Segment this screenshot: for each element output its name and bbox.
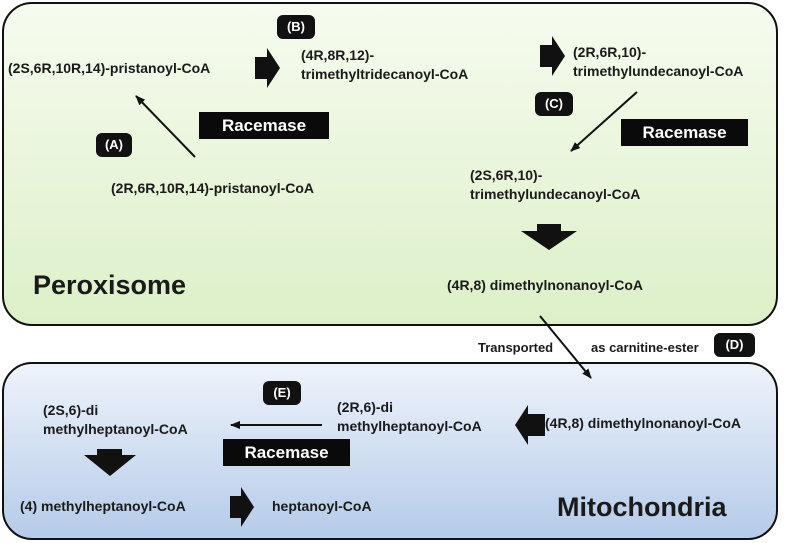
heptanoyl-label: heptanoyl-CoA	[272, 498, 372, 514]
trimethylundecanoyl-2r-line1: (2R,6R,10)-	[573, 44, 647, 60]
block-arrow-methylheptanoyl-to-heptanoyl	[230, 487, 254, 527]
trimethyltridecanoyl-line2: trimethyltridecanoyl-CoA	[301, 66, 469, 82]
racemase-label-c: Racemase	[621, 119, 748, 146]
peroxisome-title: Peroxisome	[33, 270, 187, 300]
block-arrow-tridecanoyl-to-undecanoyl	[540, 36, 565, 76]
methylheptanoyl-4-label: (4) methylheptanoyl-CoA	[20, 498, 186, 514]
trimethylundecanoyl-2s-line2: trimethylundecanoyl-CoA	[470, 186, 641, 202]
mitochondria-title: Mitochondria	[557, 492, 727, 522]
trimethylundecanoyl-2r-line2: trimethylundecanoyl-CoA	[573, 63, 744, 79]
block-arrow-mito-dimethyl-to-methylheptanoyl	[515, 405, 545, 445]
badge-b: (B)	[277, 15, 315, 39]
pristanoyl-2s-label: (2S,6R,10R,14)-pristanoyl-CoA	[8, 60, 211, 76]
block-arrow-pristanoyl-to-tridecanoyl	[255, 48, 280, 88]
mito-dimethylnonanoyl-label: (4R,8) dimethylnonanoyl-CoA	[545, 415, 742, 431]
pristanoyl-2r-label: (2R,6R,10R,14)-pristanoyl-CoA	[111, 180, 315, 196]
racemase-label-e: Racemase	[223, 439, 350, 466]
methylheptanoyl-2s-line1: (2S,6)-di	[43, 402, 99, 418]
racemase-label-a: Racemase	[199, 112, 329, 139]
block-arrow-undecanoyl-down	[521, 224, 577, 250]
arrow-racemase-a	[135, 95, 196, 158]
methylheptanoyl-2s-line2: methylheptanoyl-CoA	[43, 421, 188, 437]
arrow-racemase-c	[570, 91, 638, 152]
methylheptanoyl-2r-line2: methylheptanoyl-CoA	[337, 418, 482, 434]
trimethylundecanoyl-2s-line1: (2S,6R,10)-	[470, 167, 543, 183]
mitochondria-compartment	[2, 362, 778, 540]
transport-label-left: Transported	[478, 340, 554, 355]
badge-a: (A)	[96, 133, 132, 157]
badge-c: (C)	[535, 92, 573, 116]
badge-d: (D)	[714, 333, 755, 357]
trimethyltridecanoyl-line1: (4R,8R,12)-	[301, 47, 375, 63]
block-arrow-methylheptanoyl-down	[84, 449, 136, 476]
peroxisome-dimethylnonanoyl-label: (4R,8) dimethylnonanoyl-CoA	[447, 277, 644, 293]
methylheptanoyl-2r-line1: (2R,6)-di	[337, 399, 393, 415]
transport-label-right: as carnitine-ester	[591, 340, 699, 355]
arrow-transport-d	[539, 315, 592, 379]
peroxisome-compartment	[2, 2, 778, 326]
badge-e: (E)	[263, 381, 301, 405]
